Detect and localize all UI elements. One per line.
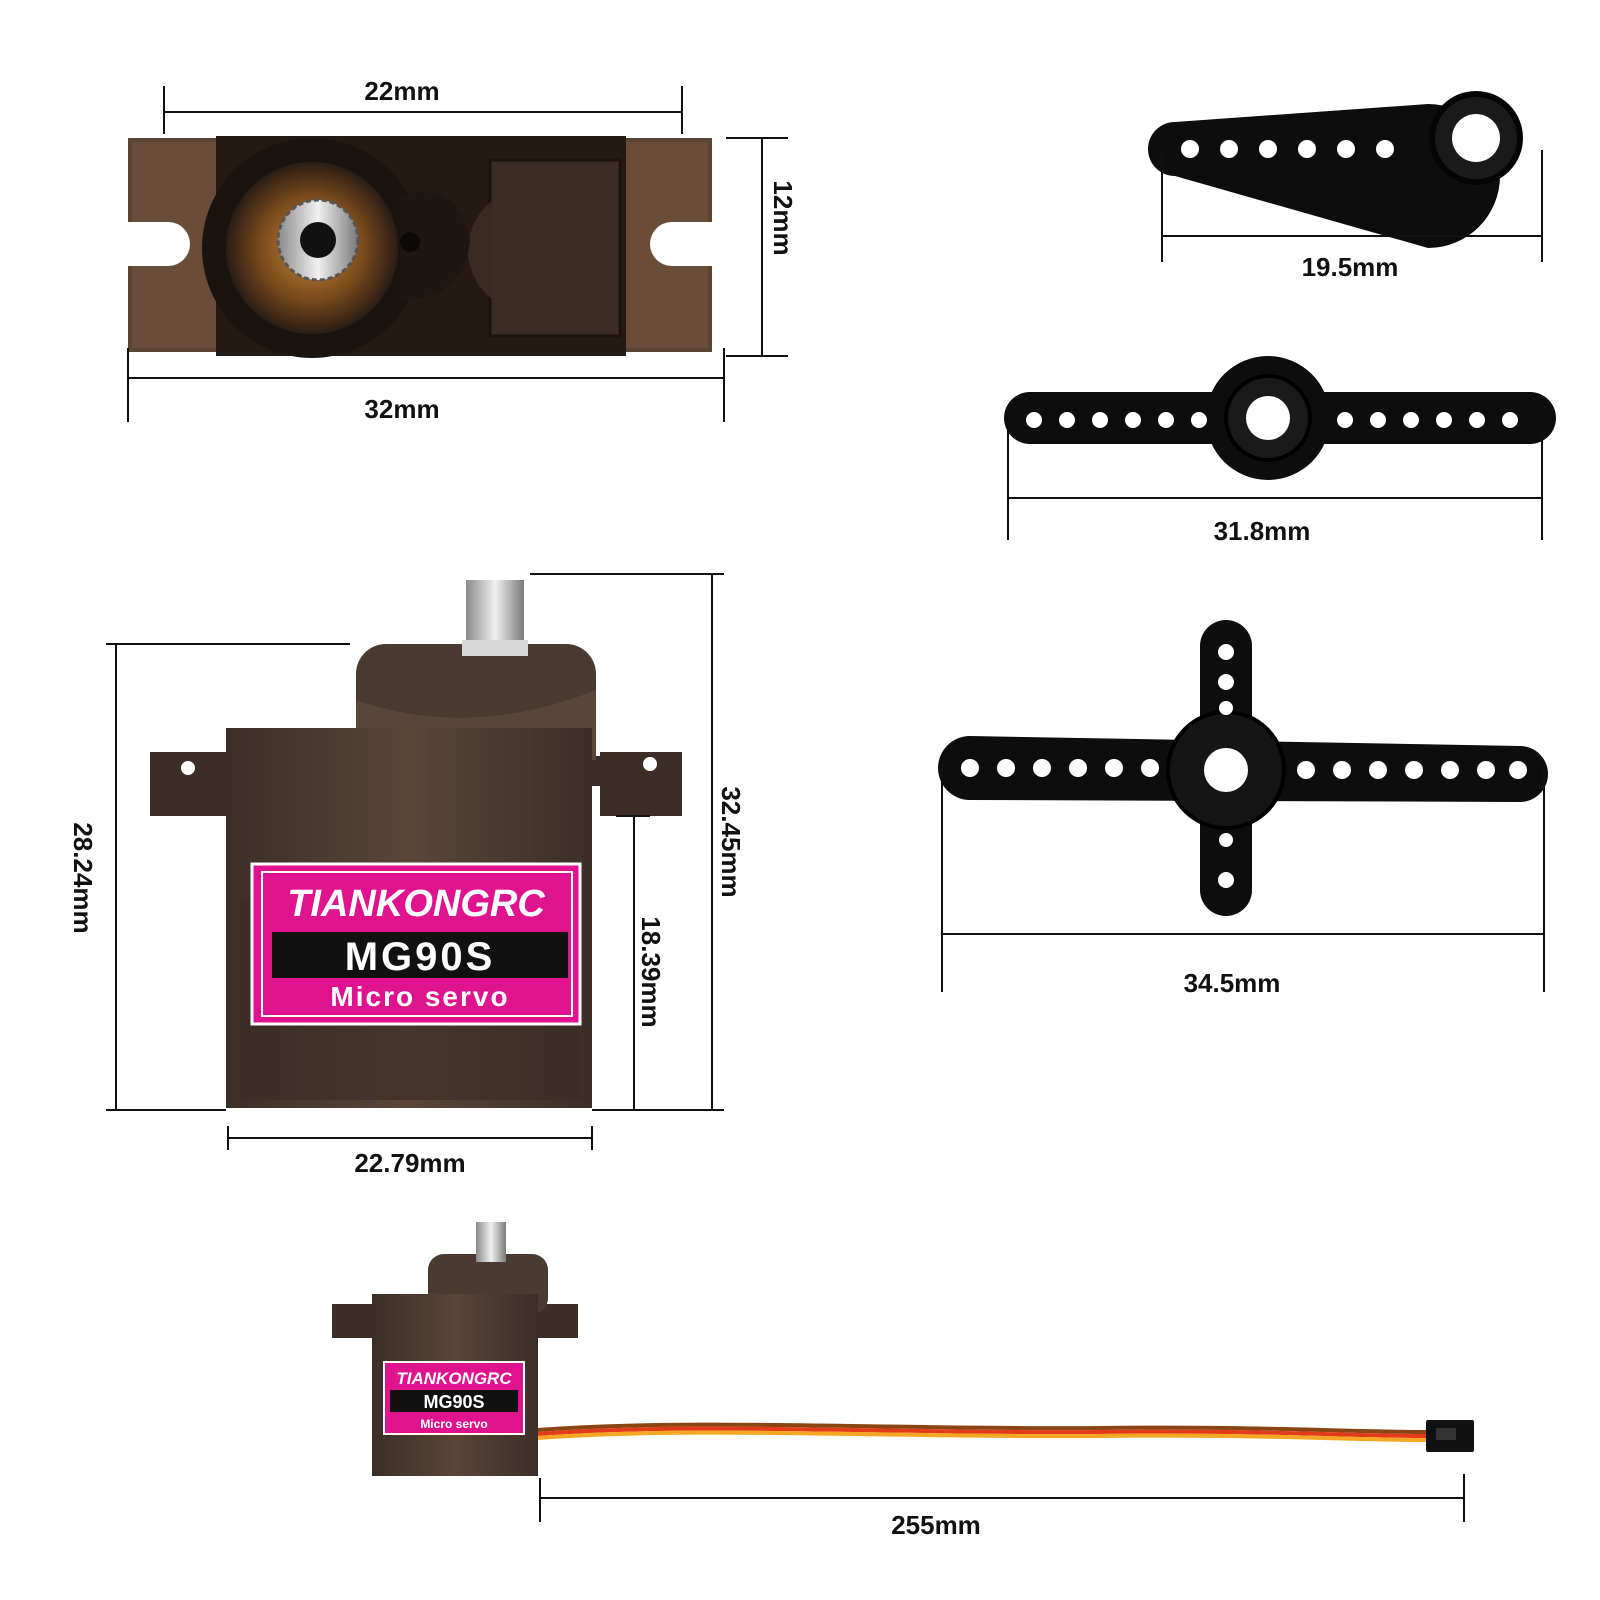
front-view-servo: TIANKONGRC MG90S Micro servo bbox=[150, 580, 682, 1108]
top-view-servo bbox=[128, 136, 712, 358]
dim-22mm: 22mm bbox=[364, 76, 439, 106]
cable-red-wire bbox=[537, 1426, 1429, 1438]
dim-18.39mm: 18.39mm bbox=[636, 916, 666, 1027]
dim-32mm: 32mm bbox=[364, 394, 439, 424]
dim-19.5mm: 19.5mm bbox=[1302, 252, 1399, 282]
small-label-brand: TIANKONGRC bbox=[396, 1369, 512, 1388]
label-subtitle: Micro servo bbox=[330, 981, 509, 1012]
dim-32.45mm: 32.45mm bbox=[716, 786, 746, 897]
right-mount-slot bbox=[650, 222, 712, 266]
cable-orange-wire bbox=[537, 1430, 1429, 1442]
top-view-dimensions bbox=[127, 86, 788, 422]
dim-255mm: 255mm bbox=[891, 1510, 981, 1540]
cross-horn bbox=[938, 620, 1548, 916]
dim-28.24mm: 28.24mm bbox=[68, 822, 98, 933]
double-arm-horn bbox=[1004, 356, 1556, 480]
dim-34.5mm: 34.5mm bbox=[1184, 968, 1281, 998]
single-arm-horn bbox=[1148, 91, 1523, 248]
dim-31.8mm: 31.8mm bbox=[1214, 516, 1311, 546]
dim-12mm: 12mm bbox=[768, 180, 798, 255]
label-model: MG90S bbox=[345, 935, 496, 979]
dim-22.79mm: 22.79mm bbox=[354, 1148, 465, 1178]
product-label: TIANKONGRC MG90S Micro servo bbox=[250, 862, 582, 1026]
small-label-model: MG90S bbox=[423, 1392, 484, 1412]
label-brand: TIANKONGRC bbox=[287, 883, 545, 925]
cable-brown-wire bbox=[537, 1422, 1429, 1434]
small-label-subtitle: Micro servo bbox=[420, 1417, 487, 1431]
left-mount-slot bbox=[128, 222, 190, 266]
servo-with-cable: TIANKONGRC MG90S Micro servo bbox=[332, 1222, 1474, 1476]
